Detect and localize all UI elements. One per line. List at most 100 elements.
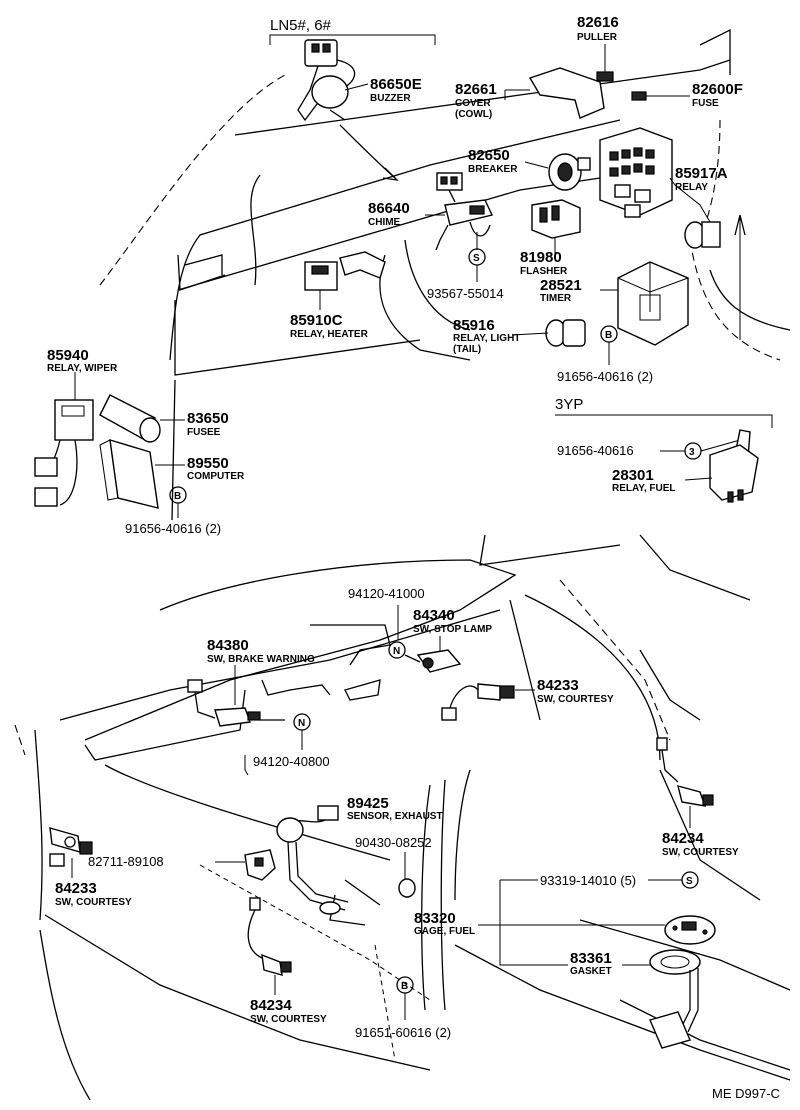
symbol-three: 3 — [689, 447, 695, 458]
part-82600f-fuse: 82600F FUSE — [631, 81, 743, 109]
part-83361-number: 83361 — [570, 950, 612, 967]
part-83650-name: FUSEE — [187, 427, 221, 438]
ref-93319-14010: 93319-14010 (5) — [540, 873, 636, 888]
part-85940-number: 85940 — [47, 347, 89, 364]
part-89425-number: 89425 — [347, 795, 389, 812]
part-82616-name: PULLER — [577, 32, 618, 43]
part-84233a-number: 84233 — [537, 677, 579, 694]
ref-90430-08252-group: 90430-08252 — [355, 835, 432, 898]
symbol-b-1: B — [605, 330, 612, 341]
part-85910c-number: 85910C — [290, 312, 343, 329]
part-28521-name: TIMER — [540, 293, 572, 304]
part-86650e-name: BUZZER — [370, 93, 411, 104]
ref-82711-89108: 82711-89108 — [88, 854, 164, 869]
part-85916-name2: (TAIL) — [453, 344, 481, 355]
symbol-n-1: N — [393, 646, 400, 657]
part-82650-name: BREAKER — [468, 164, 518, 175]
ref-91656-40616-2a: 91656-40616 (2) — [557, 369, 653, 384]
part-84234-courtesy-switch-right: 84234 SW, COURTESY — [656, 737, 739, 858]
ref-82711-89108-group: 82711-89108 — [88, 849, 276, 881]
part-89550-name: COMPUTER — [187, 471, 245, 482]
part-83650-fusee: 83650 FUSEE — [99, 394, 229, 443]
part-81980-name: FLASHER — [520, 266, 568, 277]
part-84380-number: 84380 — [207, 637, 249, 654]
part-28521-timer: 28521 TIMER — [540, 261, 689, 346]
part-82661-number: 82661 — [455, 81, 497, 98]
symbol-s-1: S — [473, 253, 480, 264]
part-83320-name: GAGE, FUEL — [414, 926, 475, 937]
ref-94120-40800: 94120-40800 — [253, 754, 330, 769]
part-28301-name: RELAY, FUEL — [612, 483, 676, 494]
part-85940-name: RELAY, WIPER — [47, 363, 118, 374]
ref-91656-40616: 91656-40616 — [557, 443, 634, 458]
part-85910c-relay-heater: 85910C RELAY, HEATER — [290, 251, 386, 340]
part-82661-name: COVER — [455, 98, 491, 109]
part-84340-name: SW, STOP LAMP — [413, 624, 492, 635]
part-89425-exhaust-sensor: 89425 SENSOR, EXHAUST — [276, 795, 443, 915]
part-83320-fuel-gage: 83320 GAGE, FUEL — [414, 910, 716, 945]
part-82661-name2: (COWL) — [455, 109, 492, 120]
part-82650-number: 82650 — [468, 147, 510, 164]
part-84234-courtesy-switch-left: 84234 SW, COURTESY — [247, 897, 327, 1025]
part-84233-courtesy-switch-right: 84233 SW, COURTESY — [441, 677, 614, 721]
group-ln5-label: LN5#, 6# — [270, 17, 332, 34]
part-89425-name: SENSOR, EXHAUST — [347, 811, 443, 822]
group-3yp-label: 3YP — [555, 396, 583, 413]
symbol-b-3: B — [401, 981, 408, 992]
part-85940-relay-wiper: 85940 RELAY, WIPER — [34, 347, 118, 507]
part-84340-number: 84340 — [413, 607, 455, 624]
part-85916-name: RELAY, LIGHT — [453, 333, 520, 344]
lower-body-outline — [14, 534, 791, 1101]
part-84234b-name: SW, COURTESY — [250, 1014, 327, 1025]
part-82661-cover: 82661 COVER (COWL) — [455, 67, 605, 120]
ref-93567-55014: 93567-55014 — [427, 286, 504, 301]
part-82616-number: 82616 — [577, 14, 619, 31]
ref-90430-08252: 90430-08252 — [355, 835, 432, 850]
part-86640-number: 86640 — [368, 200, 410, 217]
part-82616-puller: 82616 PULLER — [577, 14, 619, 82]
part-84233a-name: SW, COURTESY — [537, 694, 614, 705]
symbol-n-2: N — [298, 718, 305, 729]
part-86640-chime: 86640 CHIME S 93567-55014 — [368, 172, 504, 301]
part-89550-number: 89550 — [187, 455, 229, 472]
ref-94120-41000: 94120-41000 — [348, 586, 425, 601]
part-83320-number: 83320 — [414, 910, 456, 927]
part-86650e-number: 86650E — [370, 76, 422, 93]
group-3yp: 3YP 91656-40616 3 28301 RELAY, FUEL — [555, 396, 773, 503]
ref-91656-40616-2b: 91656-40616 (2) — [125, 521, 221, 536]
part-84233b-number: 84233 — [55, 880, 97, 897]
part-84234b-number: 84234 — [250, 997, 292, 1014]
symbol-b-2: B — [174, 491, 181, 502]
part-85917a-relay: 85917A RELAY — [669, 165, 746, 340]
part-84380-name: SW, BRAKE WARNING — [207, 654, 315, 665]
part-86640-name: CHIME — [368, 217, 401, 228]
part-84234a-number: 84234 — [662, 830, 704, 847]
part-86650e-buzzer: 86650E BUZZER — [297, 39, 422, 181]
part-81980-number: 81980 — [520, 249, 562, 266]
part-28521-number: 28521 — [540, 277, 582, 294]
part-84233b-name: SW, COURTESY — [55, 897, 132, 908]
part-85917a-number: 85917A — [675, 165, 728, 182]
part-89550-computer: 89550 COMPUTER B 91656-40616 (2) — [99, 439, 245, 536]
part-83361-name: GASKET — [570, 966, 612, 977]
part-85916-number: 85916 — [453, 317, 495, 334]
part-84234a-name: SW, COURTESY — [662, 847, 739, 858]
symbol-s-2: S — [686, 876, 693, 887]
part-84340-stop-lamp-switch: 94120-41000 N 84340 SW, STOP LAMP — [310, 586, 492, 701]
part-84233-courtesy-switch-left: 84233 SW, COURTESY — [49, 827, 132, 908]
ref-91651-60616-2: 91651-60616 (2) — [355, 1025, 451, 1040]
part-82650-breaker: 82650 BREAKER — [468, 127, 673, 218]
part-82600f-name: FUSE — [692, 98, 719, 109]
part-83650-number: 83650 — [187, 410, 229, 427]
part-85910c-name: RELAY, HEATER — [290, 329, 369, 340]
diagram-code: ME D997-C — [712, 1086, 780, 1101]
ref-91651-60616-group: B 91651-60616 (2) — [355, 976, 451, 1040]
part-84380-brake-warning-switch: 84380 SW, BRAKE WARNING N 94120-40800 — [187, 637, 331, 776]
part-83361-gasket: 83361 GASKET — [570, 949, 701, 1049]
part-85917a-name: RELAY — [675, 182, 708, 193]
part-28301-number: 28301 — [612, 467, 654, 484]
ref-93319-14010-group: 93319-14010 (5) S — [499, 871, 699, 966]
part-81980-flasher: 81980 FLASHER — [520, 199, 581, 277]
part-82600f-number: 82600F — [692, 81, 743, 98]
part-85916-relay-light: 85916 RELAY, LIGHT (TAIL) B 91656-40616 … — [453, 317, 653, 384]
